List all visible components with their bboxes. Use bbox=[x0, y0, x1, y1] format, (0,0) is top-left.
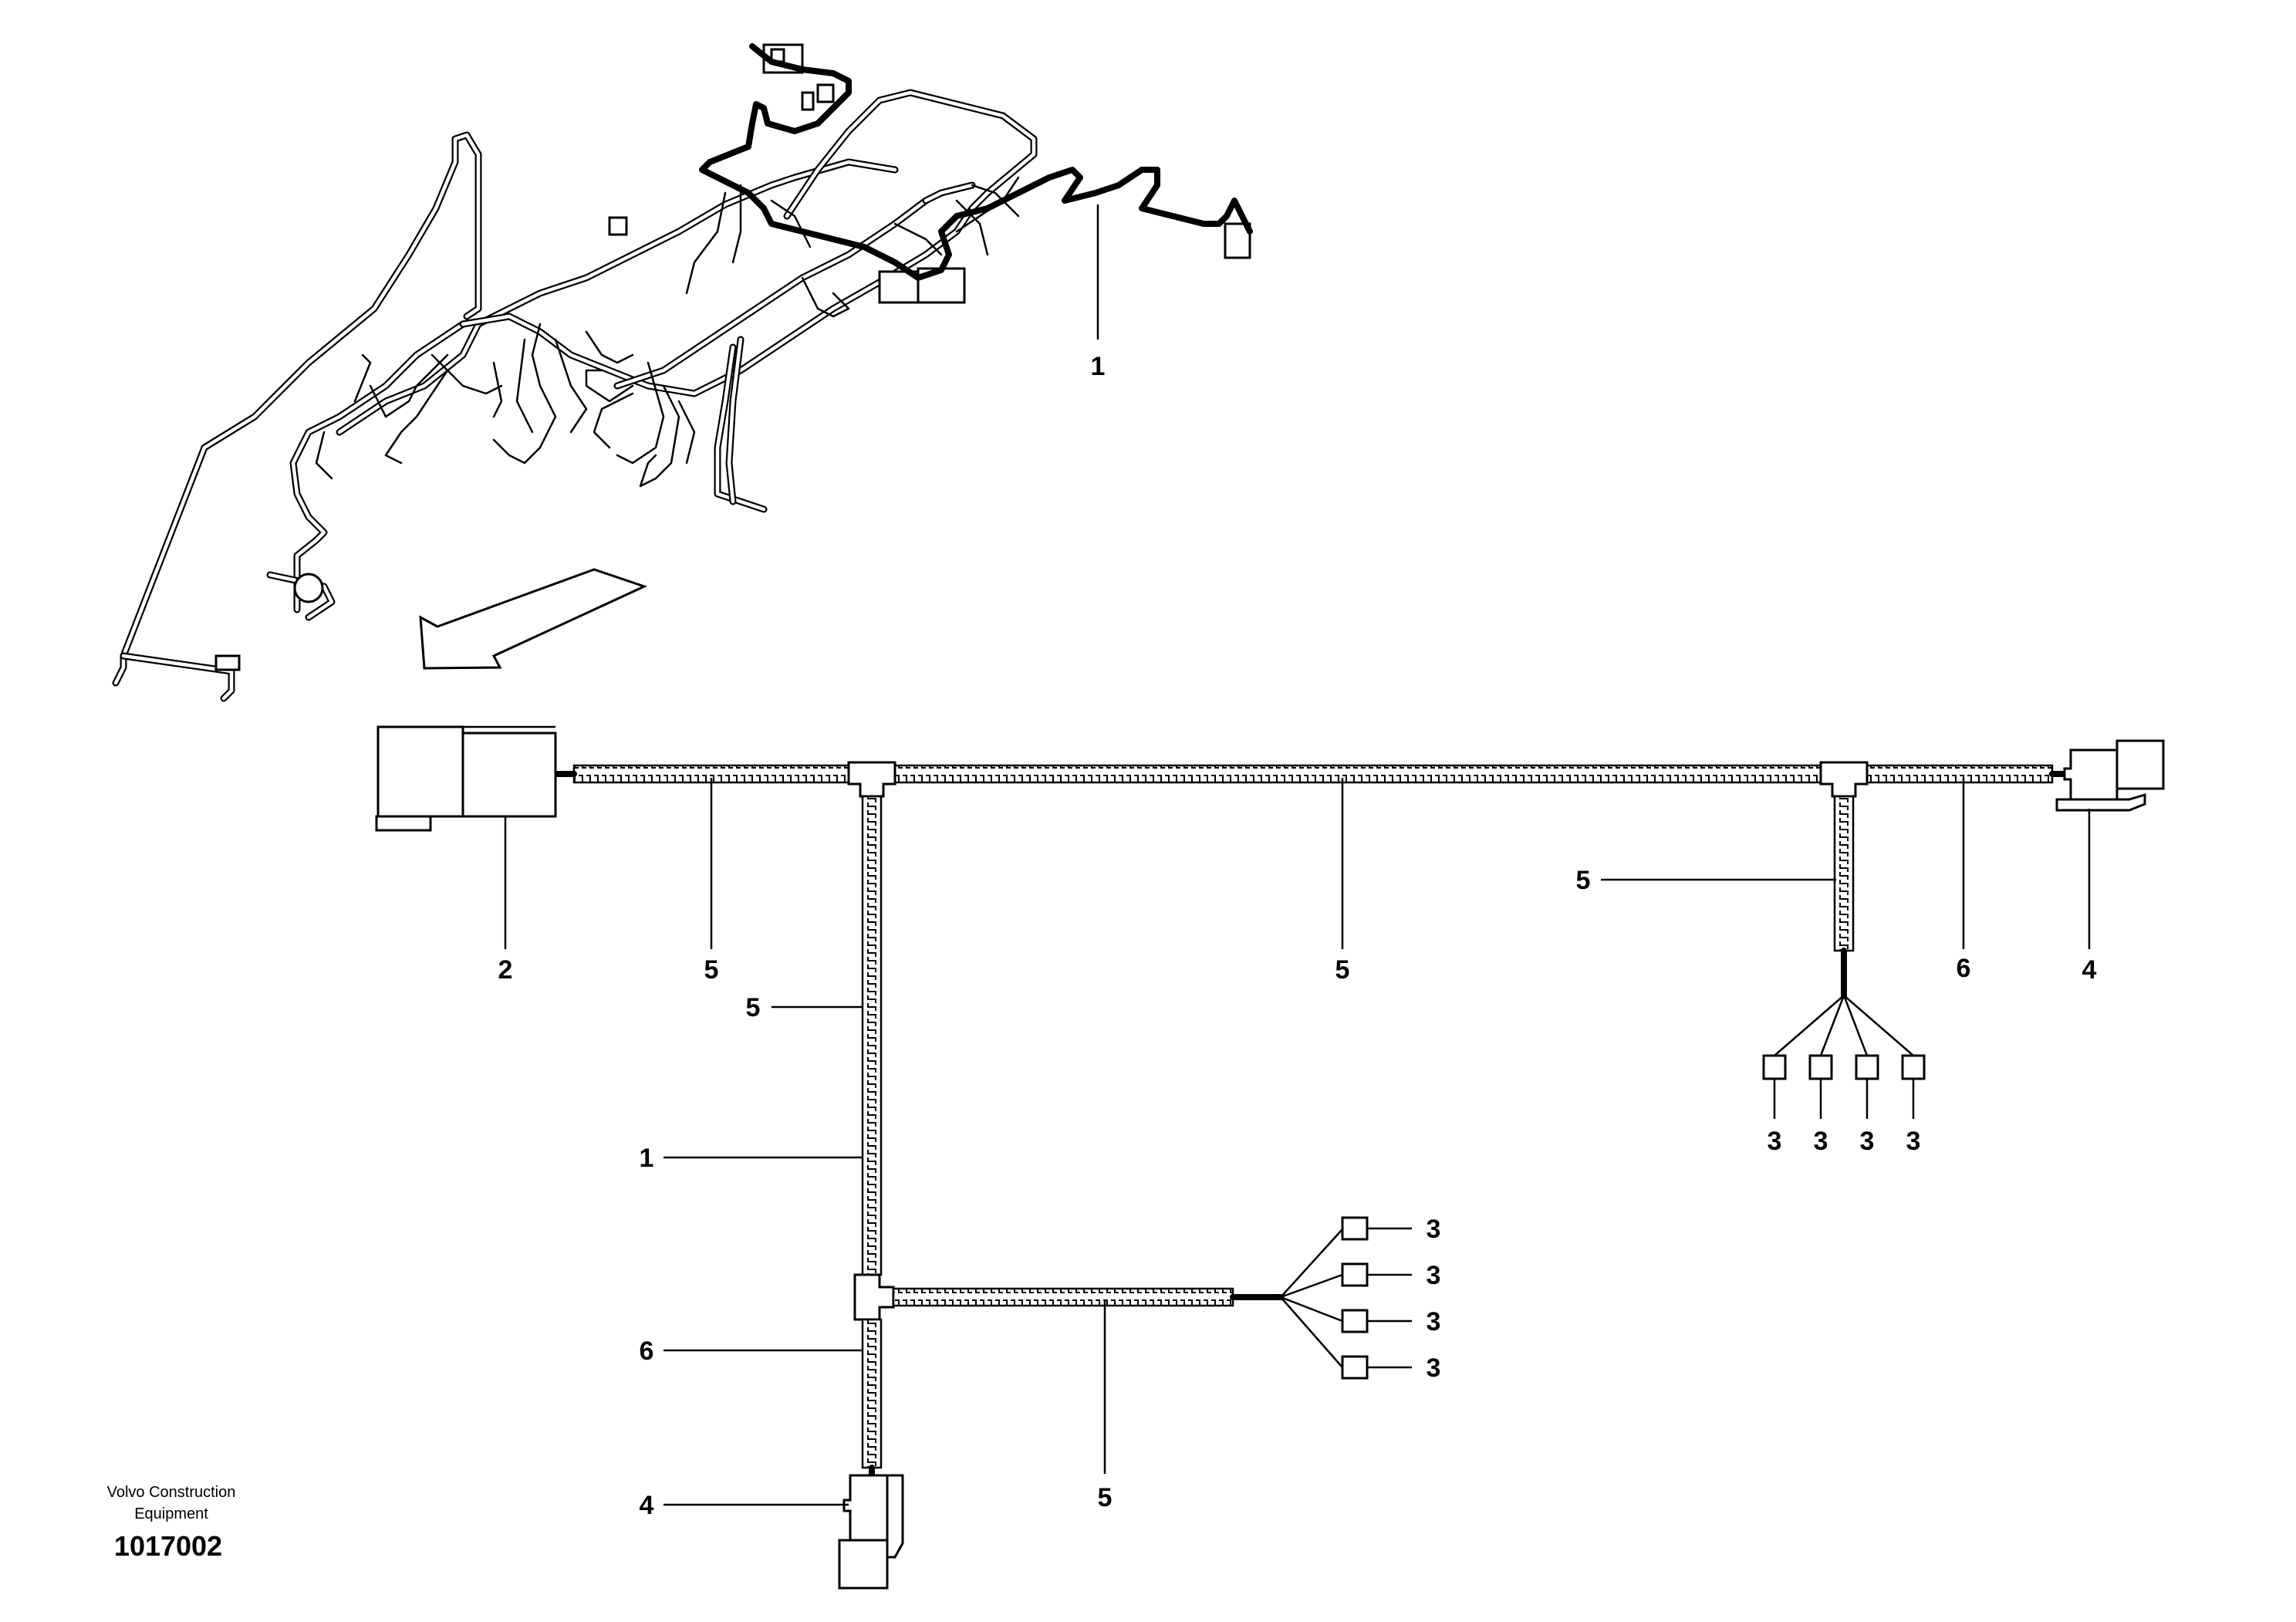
terminal-icon bbox=[1762, 1054, 1787, 1080]
main-connector bbox=[375, 725, 577, 832]
callout-terminal-lower: 3 bbox=[1427, 1307, 1441, 1336]
terminal-icon bbox=[1341, 1355, 1369, 1380]
junction-lower bbox=[853, 1273, 895, 1321]
callout-tube-vertical: 5 bbox=[746, 993, 761, 1022]
callout-terminal-lower: 3 bbox=[1427, 1353, 1441, 1383]
harness-overview-drawing bbox=[112, 43, 1253, 702]
callout-terminal-right: 3 bbox=[1860, 1127, 1875, 1156]
callout-terminal-lower: 3 bbox=[1427, 1261, 1441, 1290]
junction-left bbox=[847, 761, 896, 798]
leader-lines bbox=[504, 204, 2091, 1506]
callout-tube-lower-branch: 5 bbox=[1098, 1483, 1113, 1512]
callout-vertical-harness: 1 bbox=[640, 1144, 654, 1173]
terminal-icon bbox=[1855, 1054, 1879, 1080]
callout-top-harness: 1 bbox=[1091, 352, 1106, 381]
right-end-connector bbox=[2049, 739, 2165, 812]
brand-block: Volvo Construction Equipment 1017002 bbox=[107, 1484, 236, 1562]
bottom-connector bbox=[838, 1465, 904, 1590]
callout-connector-bottom: 4 bbox=[640, 1491, 654, 1520]
small-connector-icon bbox=[214, 654, 241, 671]
callout-tube-center: 5 bbox=[1335, 955, 1350, 985]
brand-line-2: Equipment bbox=[134, 1505, 208, 1522]
callout-terminal-lower: 3 bbox=[1427, 1215, 1441, 1244]
callout-tube-right-end: 6 bbox=[1957, 954, 1971, 983]
lamp-icon bbox=[293, 573, 324, 603]
brand-line-1: Volvo Construction bbox=[107, 1484, 236, 1501]
callout-tube-lower-vertical: 6 bbox=[640, 1336, 654, 1366]
highlighted-harness-path bbox=[699, 43, 1253, 281]
right-terminal-fan bbox=[1762, 994, 1926, 1119]
callout-connector-right: 4 bbox=[2082, 955, 2097, 985]
terminal-icon bbox=[1901, 1054, 1926, 1080]
callout-tube-left: 5 bbox=[704, 955, 719, 985]
callout-main-connector: 2 bbox=[498, 955, 513, 985]
terminal-icon bbox=[1341, 1309, 1369, 1333]
callout-terminal-right: 3 bbox=[1768, 1127, 1782, 1156]
terminal-icon bbox=[1808, 1054, 1833, 1080]
junction-right bbox=[1819, 761, 1869, 798]
lower-terminal-fan bbox=[1279, 1216, 1412, 1380]
callout-terminal-right: 3 bbox=[1814, 1127, 1828, 1156]
terminal-icon bbox=[1341, 1262, 1369, 1287]
callout-terminal-right: 3 bbox=[1906, 1127, 1921, 1156]
callout-labels: 1 2 5 5 5 6 4 5 1 6 4 5 3 3 3 3 3 3 3 3 bbox=[498, 352, 2097, 1520]
callout-tube-branch-right: 5 bbox=[1576, 866, 1591, 895]
terminal-icon bbox=[1341, 1216, 1369, 1241]
direction-arrow-icon bbox=[419, 568, 648, 670]
drawing-number: 1017002 bbox=[114, 1530, 222, 1562]
